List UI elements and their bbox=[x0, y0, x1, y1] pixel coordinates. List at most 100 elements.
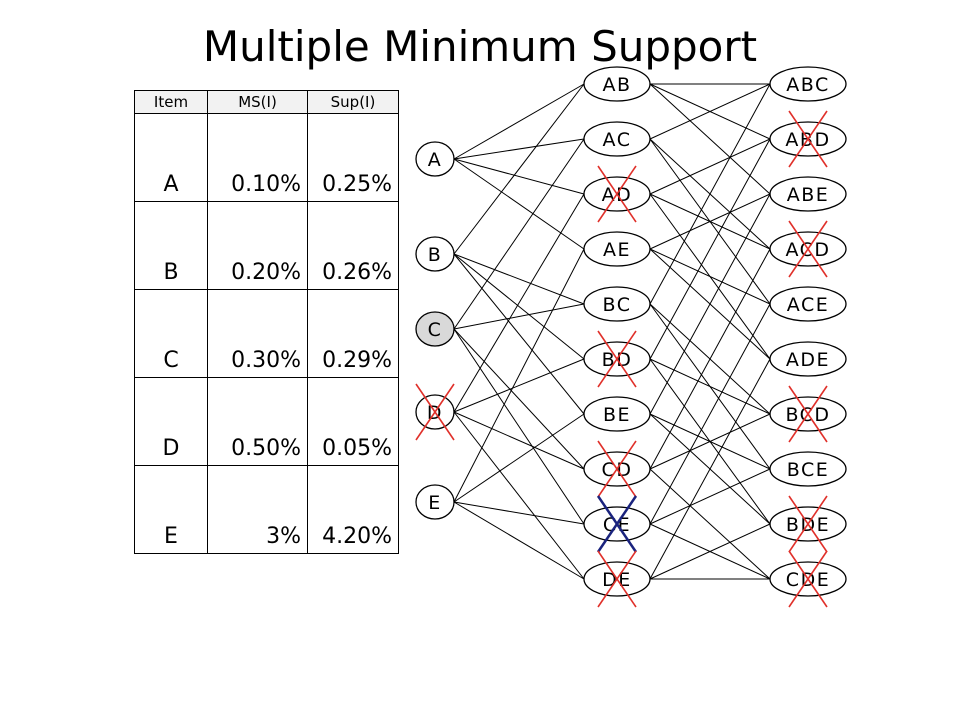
cross-stroke bbox=[788, 385, 828, 443]
node-BC: BC bbox=[583, 286, 651, 322]
node-ellipse bbox=[583, 121, 651, 157]
cross-mark-CD bbox=[597, 440, 637, 498]
node-A: A bbox=[415, 141, 455, 177]
sup-cell: 4.20% bbox=[307, 465, 399, 554]
cross-stroke bbox=[597, 165, 637, 223]
node-label: ADE bbox=[786, 349, 830, 371]
edge-AC-ACE bbox=[649, 138, 771, 305]
edge-D-AD bbox=[453, 193, 585, 413]
cross-mark-BDE bbox=[788, 495, 828, 553]
node-label: BE bbox=[603, 404, 631, 426]
node-label: ABE bbox=[787, 184, 830, 206]
node-ellipse bbox=[415, 484, 455, 520]
cross-stroke bbox=[788, 550, 828, 608]
node-label: C bbox=[428, 319, 443, 341]
lattice-edges bbox=[453, 83, 771, 580]
edge-A-AD bbox=[453, 158, 585, 195]
node-ABE: ABE bbox=[769, 176, 847, 212]
cross-stroke bbox=[597, 550, 637, 608]
edge-CE-ACE bbox=[649, 303, 771, 525]
edge-BE-BDE bbox=[649, 413, 771, 525]
edge-C-AC bbox=[453, 138, 585, 330]
ms-cell: 0.30% bbox=[207, 289, 308, 378]
cross-mark-ACD bbox=[788, 220, 828, 278]
table-header-row: Item MS(I) Sup(I) bbox=[134, 90, 399, 114]
node-ellipse bbox=[769, 286, 847, 322]
cross-mark-ABD bbox=[788, 110, 828, 168]
cross-stroke bbox=[788, 110, 828, 168]
table-row: A 0.10% 0.25% bbox=[134, 113, 399, 202]
cross-stroke bbox=[415, 383, 455, 441]
cross-stroke bbox=[597, 330, 637, 388]
lattice-nodes: ABCDEABACADAEBCBDBECDCEDEABCABDABEACDACE… bbox=[415, 66, 847, 597]
edge-AB-ABE bbox=[649, 83, 771, 195]
edge-A-AB bbox=[453, 83, 585, 160]
node-AB: AB bbox=[583, 66, 651, 102]
node-BCE: BCE bbox=[769, 451, 847, 487]
edge-E-DE bbox=[453, 501, 585, 580]
min-support-table: Item MS(I) Sup(I) A 0.10% 0.25% B 0.20% … bbox=[134, 90, 399, 554]
edge-BD-ABD bbox=[649, 138, 771, 360]
edge-AE-ADE bbox=[649, 248, 771, 360]
node-ABC: ABC bbox=[769, 66, 847, 102]
edge-B-BD bbox=[453, 253, 585, 360]
node-label: AC bbox=[603, 129, 632, 151]
node-ellipse bbox=[415, 311, 455, 347]
node-ellipse bbox=[583, 286, 651, 322]
table-row: C 0.30% 0.29% bbox=[134, 289, 399, 378]
node-E: E bbox=[415, 484, 455, 520]
edge-B-AB bbox=[453, 83, 585, 255]
edge-CE-CDE bbox=[649, 523, 771, 580]
sup-cell: 0.05% bbox=[307, 377, 399, 466]
node-label: AB bbox=[602, 74, 631, 96]
cross-mark-BCD bbox=[788, 385, 828, 443]
node-ellipse bbox=[769, 66, 847, 102]
item-cell: E bbox=[134, 465, 208, 554]
ms-cell: 0.10% bbox=[207, 113, 308, 202]
node-B: B bbox=[415, 236, 455, 272]
node-label: E bbox=[428, 492, 442, 514]
node-BE: BE bbox=[583, 396, 651, 432]
node-ellipse bbox=[769, 176, 847, 212]
edge-BC-BCE bbox=[649, 303, 771, 470]
edge-D-CD bbox=[453, 411, 585, 470]
edge-E-CE bbox=[453, 501, 585, 525]
pruned-marks bbox=[415, 110, 828, 608]
edge-AB-ABD bbox=[649, 83, 771, 140]
edge-A-AC bbox=[453, 138, 585, 160]
cross-mark-D bbox=[415, 383, 455, 441]
table-row: B 0.20% 0.26% bbox=[134, 201, 399, 290]
edge-BC-BCD bbox=[649, 303, 771, 415]
edge-CD-CDE bbox=[649, 468, 771, 580]
node-ellipse bbox=[415, 236, 455, 272]
sup-cell: 0.29% bbox=[307, 289, 399, 378]
node-label: ACE bbox=[787, 294, 829, 316]
node-AE: AE bbox=[583, 231, 651, 267]
node-ellipse bbox=[583, 66, 651, 102]
sup-cell: 0.25% bbox=[307, 113, 399, 202]
cross-stroke bbox=[788, 220, 828, 278]
ms-cell: 0.20% bbox=[207, 201, 308, 290]
col-header-ms: MS(I) bbox=[207, 90, 308, 114]
node-ACE: ACE bbox=[769, 286, 847, 322]
edge-C-BC bbox=[453, 303, 585, 330]
table-row: E 3% 4.20% bbox=[134, 465, 399, 554]
node-ellipse bbox=[769, 341, 847, 377]
cross-mark-CDE bbox=[788, 550, 828, 608]
page-title: Multiple Minimum Support bbox=[202, 22, 758, 71]
edge-E-BE bbox=[453, 413, 585, 503]
cross-stroke bbox=[597, 440, 637, 498]
cross-mark-AD bbox=[597, 165, 637, 223]
edge-B-BC bbox=[453, 253, 585, 305]
edge-CE-BCE bbox=[649, 468, 771, 525]
edge-AC-ACD bbox=[649, 138, 771, 250]
node-label: ABC bbox=[786, 74, 829, 96]
cross-stroke bbox=[596, 495, 638, 553]
node-ellipse bbox=[769, 451, 847, 487]
node-ellipse bbox=[415, 141, 455, 177]
node-label: BC bbox=[603, 294, 632, 316]
node-AC: AC bbox=[583, 121, 651, 157]
node-ADE: ADE bbox=[769, 341, 847, 377]
sup-cell: 0.26% bbox=[307, 201, 399, 290]
node-label: B bbox=[428, 244, 443, 266]
